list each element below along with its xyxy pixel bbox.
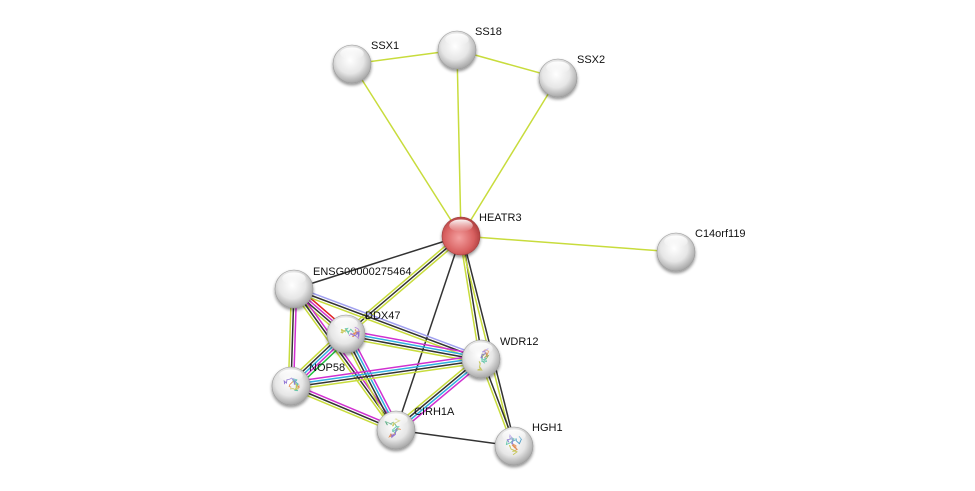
edge-strand-experiments [290,354,481,383]
node-c14orf119[interactable]: C14orf119 [656,228,746,272]
edge-strand-coexpression [345,334,481,362]
node-highlight [445,33,469,46]
edge-strand-textmining [460,77,559,237]
node-highlight [282,272,306,285]
edge-strand-textmining [351,63,462,237]
node-wdr12[interactable]: WDR12 [461,336,539,379]
node-ss18[interactable]: SS18 [437,26,502,70]
node-label: NOP58 [309,362,345,374]
edge-strand-coexpression [291,359,482,389]
edge-strand-experiments [346,329,482,356]
edge-CIRH1A-HGH1[interactable] [395,429,515,447]
node-label: HEATR3 [479,212,522,224]
edge-SSX1-HEATR3[interactable] [351,63,462,237]
edge-strand-coexpression [461,235,484,359]
edge-strand-homology [294,285,483,358]
edge-HEATR3-CIRH1A[interactable] [395,235,462,431]
edge-SSX2-HEATR3[interactable] [460,77,559,237]
node-hgh1[interactable]: HGH1 [494,422,563,466]
node-ddx47[interactable]: DDX47 [326,310,400,354]
node-highlight [340,47,364,60]
node-label: CIRH1A [414,406,455,418]
node-highlight [279,369,303,382]
node-ssx1[interactable]: SSX1 [332,40,399,84]
node-ensg00000275464[interactable]: ENSG00000275464 [274,266,411,309]
node-highlight [664,235,688,248]
edge-strand-textmining [291,290,395,432]
node-label: WDR12 [500,336,539,348]
edge-strand-coexpression [395,235,462,431]
edges-layer [286,49,677,447]
edge-strand-textmining [291,362,482,391]
node-label: SSX1 [371,40,399,52]
edge-strand-coexpression [345,235,462,335]
edge-SS18-HEATR3[interactable] [456,49,462,237]
node-highlight [449,219,473,232]
edge-strand-databases [346,331,482,359]
node-heatr3[interactable]: HEATR3 [441,212,522,256]
node-cirh1a[interactable]: CIRH1A [376,406,455,450]
node-label: SS18 [475,26,502,38]
edge-strand-coexpression [293,288,482,360]
node-label: C14orf119 [695,228,746,240]
node-highlight [546,61,570,74]
edge-HEATR3-ENSG00000275464[interactable] [293,235,462,290]
node-ssx2[interactable]: SSX2 [538,54,605,98]
node-highlight [502,429,526,442]
node-nop58[interactable]: NOP58 [271,362,345,406]
node-highlight [469,342,493,355]
edge-strand-databases [290,356,481,386]
edge-strand-coexpression [293,235,462,290]
nodes-layer: SSX1 SS18SSX2HEATR3C14orf119ENSG000002754… [271,26,746,466]
node-highlight [384,413,408,426]
node-label: DDX47 [365,310,400,322]
node-highlight [334,317,358,330]
edge-strand-coexpression [461,235,516,446]
edge-strand-coexpression [395,429,515,447]
node-label: SSX2 [577,54,605,66]
node-label: ENSG00000275464 [313,266,411,278]
node-label: HGH1 [532,422,563,434]
edge-strand-textmining [345,337,481,364]
edge-HEATR3-WDR12[interactable] [458,235,484,360]
edge-strand-textmining [456,49,462,237]
edge-HEATR3-C14orf119[interactable] [460,235,677,253]
edge-strand-textmining [458,236,481,360]
edge-NOP58-WDR12[interactable] [290,354,482,391]
edge-strand-textmining [460,235,677,253]
